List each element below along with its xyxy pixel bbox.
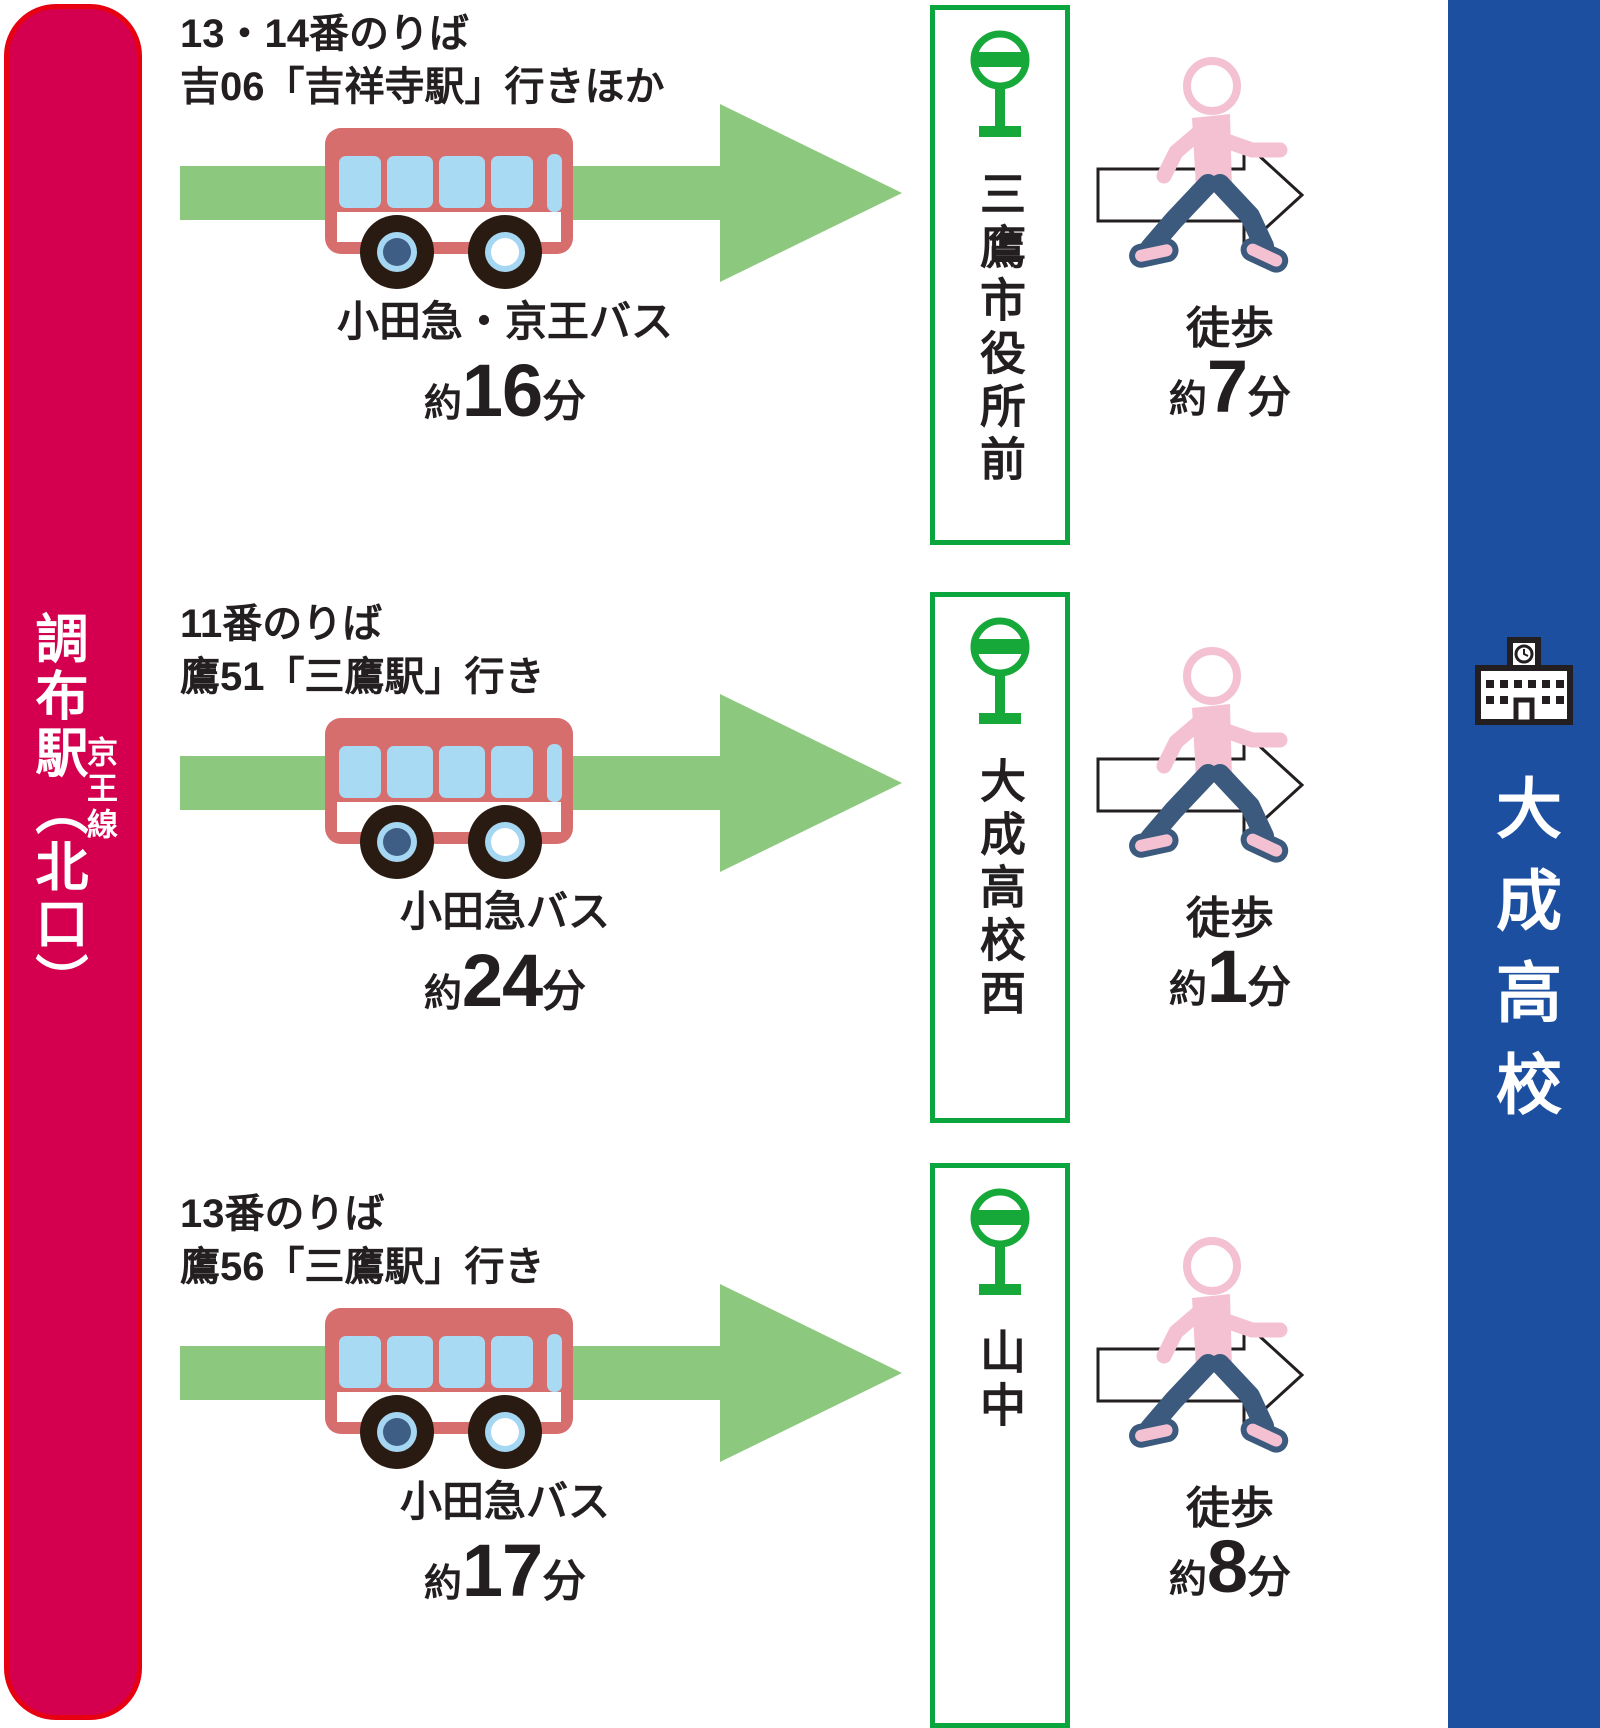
bus-time-value: 16 (461, 349, 543, 432)
bus-time-value: 17 (461, 1529, 543, 1612)
platform-label: 13・14番のりば (180, 12, 469, 56)
route-row: 13・14番のりば 吉06「吉祥寺駅」行きほか 小田急・京王バス 約 16 分 (0, 0, 1600, 590)
route-destination-label: 鷹51「三鷹駅」行き (180, 655, 545, 699)
bus-stop-name: 山中 (974, 1328, 1026, 1434)
route-row: 13番のりば 鷹56「三鷹駅」行き 小田急バス 約 17 分 (0, 1163, 1600, 1728)
bus-time-prefix: 約 (423, 973, 462, 1015)
bus-company-label: 小田急バス (399, 1478, 610, 1525)
bus-time: 約 24 分 (305, 938, 705, 1023)
bus-icon (325, 718, 573, 879)
walk-time-value: 7 (1206, 345, 1248, 428)
walk-label: 徒歩 (1186, 1484, 1274, 1533)
bus-stop-box: 大成高校西 (930, 592, 1070, 1123)
bus-company-label: 小田急・京王バス (336, 298, 673, 345)
walk-time-unit: 分 (1247, 373, 1292, 422)
origin-line-label: 京王線 (82, 735, 117, 844)
walk-time-unit: 分 (1247, 1553, 1292, 1602)
bus-time-unit: 分 (542, 1557, 587, 1606)
route-header: 13・14番のりば 吉06「吉祥寺駅」行きほか (180, 8, 665, 114)
walk-time-value: 8 (1206, 1525, 1248, 1608)
bus-time-prefix: 約 (423, 383, 462, 425)
destination-label: 大成高校 (1487, 774, 1561, 1142)
bus-time: 約 17 分 (305, 1528, 705, 1613)
bus-company-label: 小田急バス (399, 888, 610, 935)
walk-time: 約 7 分 (1070, 344, 1390, 429)
route-header: 11番のりば 鷹51「三鷹駅」行き (180, 598, 545, 704)
walk-time-prefix: 約 (1168, 379, 1207, 421)
bus-stop-box: 山中 (930, 1163, 1070, 1728)
bus-time-value: 24 (461, 939, 543, 1022)
walk-time-value: 1 (1206, 935, 1248, 1018)
route-destination-label: 鷹56「三鷹駅」行き (180, 1245, 545, 1289)
bus-icon (325, 128, 573, 289)
walk-time: 約 8 分 (1070, 1524, 1390, 1609)
bus-stop-name: 大成高校西 (974, 757, 1026, 1022)
walking-person-icon (1129, 57, 1289, 273)
bus-icon (325, 1308, 573, 1469)
bus-time-prefix: 約 (423, 1563, 462, 1605)
destination-bar: 大成高校 (1448, 0, 1600, 1728)
bus-time-unit: 分 (542, 967, 587, 1016)
school-icon (1475, 637, 1573, 725)
bus-time-unit: 分 (542, 377, 587, 426)
platform-label: 13番のりば (180, 1192, 385, 1236)
walking-person-icon (1129, 1237, 1289, 1453)
route-row: 11番のりば 鷹51「三鷹駅」行き 小田急バス 約 24 分 (0, 590, 1600, 1180)
walk-label: 徒歩 (1186, 894, 1274, 943)
walk-time: 約 1 分 (1070, 934, 1390, 1019)
route-destination-label: 吉06「吉祥寺駅」行きほか (180, 65, 665, 109)
bus-time: 約 16 分 (305, 348, 705, 433)
walk-time-prefix: 約 (1168, 969, 1207, 1011)
walk-time-prefix: 約 (1168, 1559, 1207, 1601)
origin-bar: 京王線 調布駅（北口） (4, 4, 142, 1720)
platform-label: 11番のりば (180, 602, 383, 646)
walking-person-icon (1129, 647, 1289, 863)
bus-stop-box: 三鷹市役所前 (930, 5, 1070, 545)
bus-stop-sign-icon (970, 30, 1030, 137)
bus-stop-sign-icon (970, 1188, 1030, 1295)
walk-time-unit: 分 (1247, 963, 1292, 1012)
origin-text: 京王線 調布駅（北口） (28, 569, 117, 1010)
route-header: 13番のりば 鷹56「三鷹駅」行き (180, 1188, 545, 1294)
walk-label: 徒歩 (1186, 304, 1274, 353)
bus-stop-name: 三鷹市役所前 (974, 170, 1026, 488)
origin-station-label: 調布駅（北口） (28, 611, 87, 1010)
bus-stop-sign-icon (970, 617, 1030, 724)
